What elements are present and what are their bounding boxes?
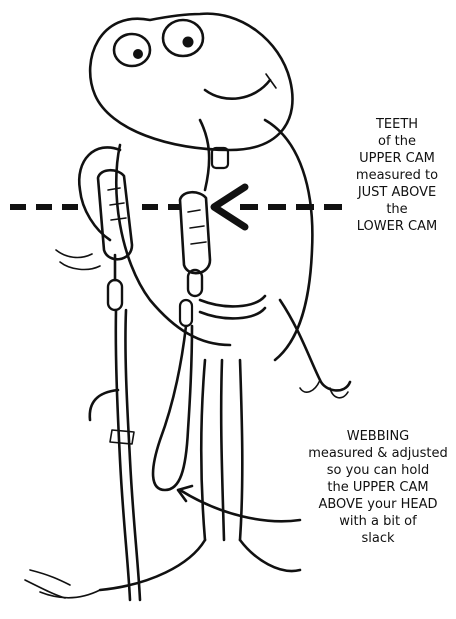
measurement-line xyxy=(10,187,345,227)
webbing-strap xyxy=(90,310,192,600)
upper-cam-teeth-annotation: TEETH of the UPPER CAM measured to JUST … xyxy=(338,116,456,235)
frog-head xyxy=(90,14,292,150)
frog-left-eye xyxy=(114,34,150,66)
frog-right-eye xyxy=(163,20,203,56)
webbing-annotation: WEBBING measured & adjusted so you can h… xyxy=(300,428,456,547)
webbing-pointer-arrow xyxy=(178,486,300,521)
